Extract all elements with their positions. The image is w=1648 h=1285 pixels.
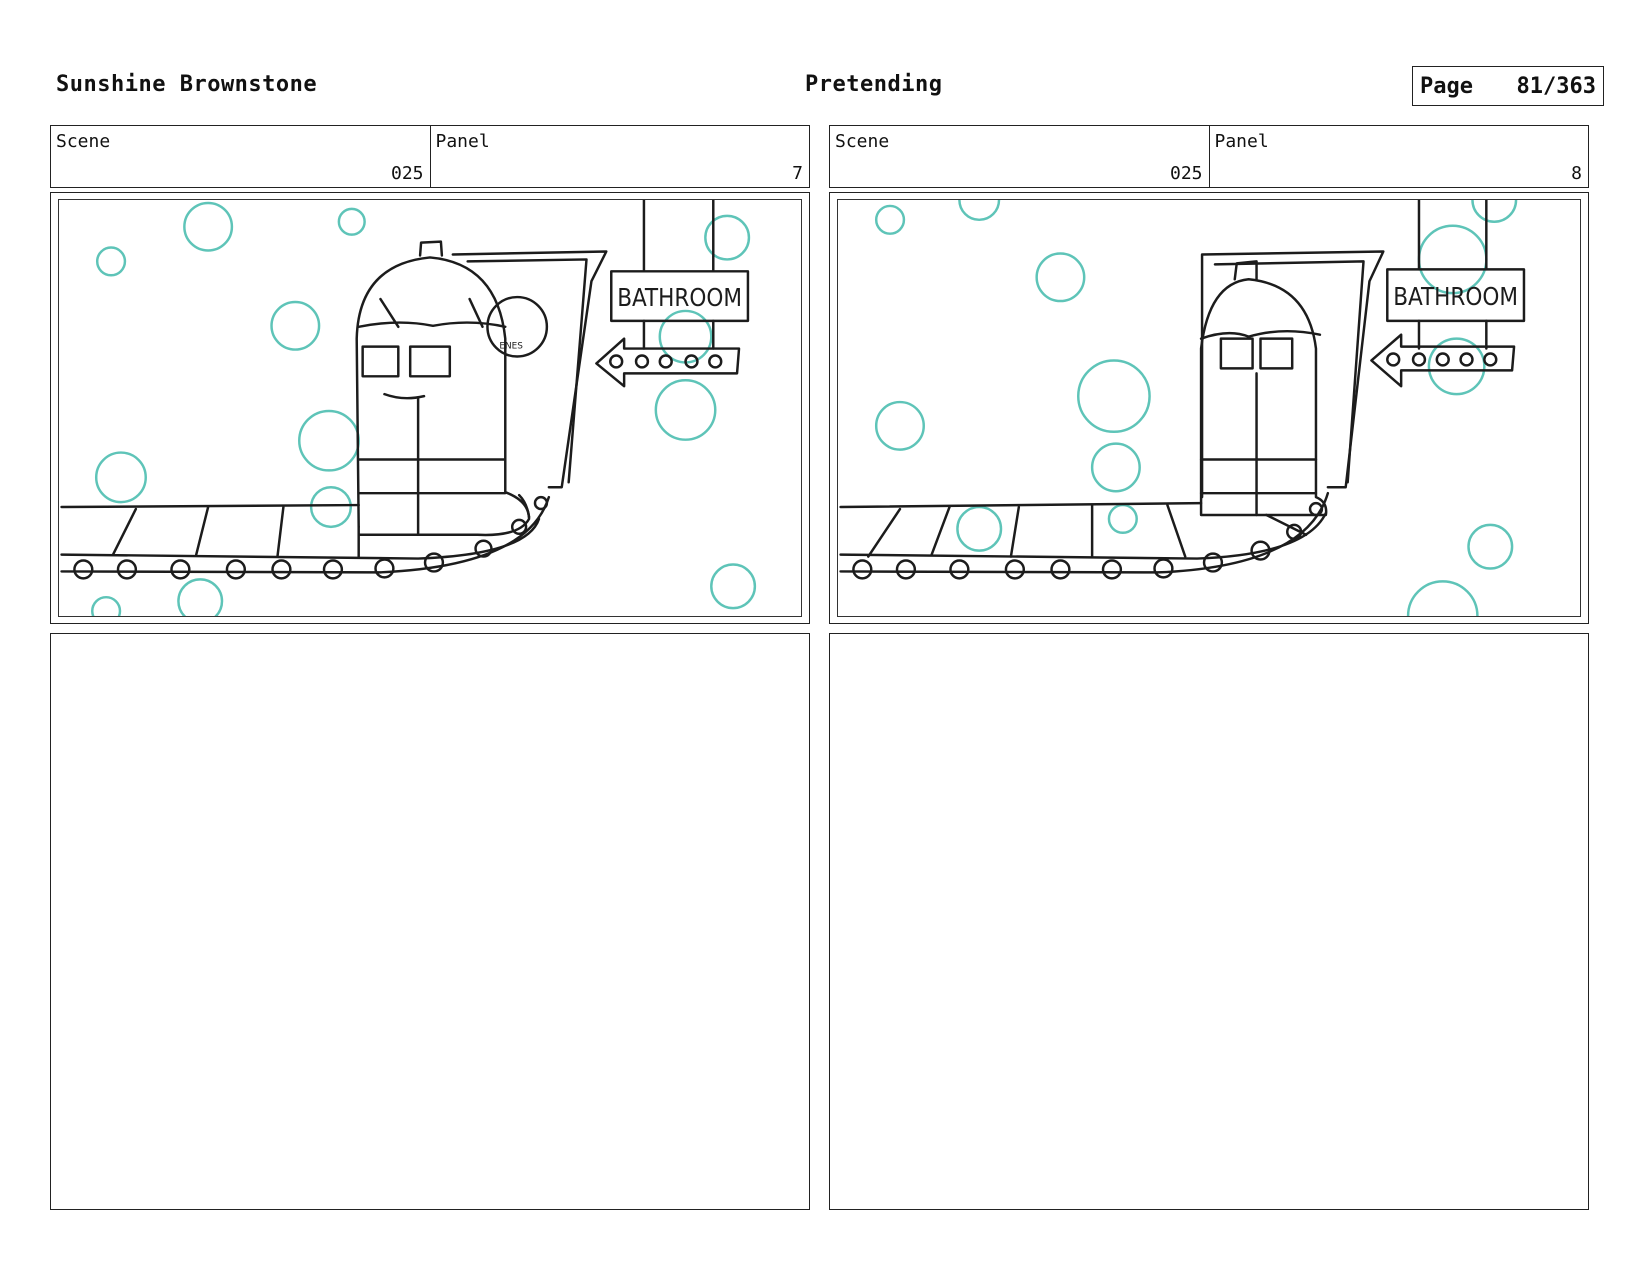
sequence-title: Pretending	[805, 72, 943, 97]
panel-info-left: Scene 025 Panel 7	[50, 125, 810, 188]
character-hair-lines	[379, 297, 484, 329]
belt-rollers	[73, 495, 549, 580]
panel-cell: Panel 8	[1208, 126, 1589, 187]
poster-text: ENES	[499, 342, 523, 352]
arrow-wires	[1417, 319, 1488, 350]
belt-slats	[111, 505, 360, 558]
character-stripes	[1199, 458, 1318, 495]
character-eye-right	[1259, 337, 1294, 370]
belt-slats	[867, 503, 1308, 558]
scene-cell: Scene 025	[830, 126, 1209, 187]
storyboard-frame-8: BATHROOM	[829, 192, 1589, 624]
bubble	[1406, 580, 1479, 616]
bubble	[956, 505, 1003, 552]
character-cap	[418, 240, 444, 257]
door-inner	[1213, 260, 1365, 484]
bubble	[874, 204, 906, 235]
sketch-panel-7: BATHROOM ENES	[60, 200, 757, 616]
arrow-sign	[1370, 333, 1516, 388]
poster	[486, 295, 549, 358]
bubble	[1107, 503, 1138, 535]
sign-board	[610, 270, 750, 323]
drawing-area: BATHROOM ENES	[58, 199, 802, 617]
character-eye-right	[408, 345, 452, 378]
scene-number: 025	[1169, 163, 1203, 184]
storyboard-frame-7: BATHROOM ENES	[50, 192, 810, 624]
notes-box-left	[50, 633, 810, 1210]
character-stripes	[357, 458, 507, 495]
sign-board	[1386, 268, 1526, 323]
character-mouth	[383, 392, 426, 400]
panel-label: Panel	[435, 131, 490, 152]
panel-number: 7	[792, 163, 803, 184]
character-eye-left	[1219, 337, 1254, 370]
panel-number: 8	[1571, 163, 1582, 184]
bubble	[270, 300, 321, 351]
character-hair	[357, 321, 507, 329]
notes-box-right	[829, 633, 1589, 1210]
bubble	[1467, 523, 1514, 570]
bubble	[704, 214, 751, 261]
page-counter: Page 81/363	[1412, 66, 1604, 106]
arrow-dots	[1386, 352, 1498, 367]
bathroom-sign-text: BATHROOM	[617, 283, 742, 312]
door-inner	[466, 258, 588, 484]
bubble	[1471, 200, 1518, 224]
arrow-sign	[595, 337, 741, 388]
bubble	[1035, 252, 1086, 303]
bubble	[183, 201, 234, 252]
bubbles	[91, 201, 757, 616]
character-cap	[1233, 260, 1258, 281]
belt-top-edge	[839, 501, 1203, 509]
door	[451, 250, 608, 489]
bubble	[177, 578, 224, 616]
scene-label: Scene	[835, 131, 890, 152]
sketch-panel-8: BATHROOM	[839, 200, 1526, 616]
bubble	[94, 451, 147, 504]
arrow-wires	[642, 319, 715, 350]
scene-cell: Scene 025	[51, 126, 430, 187]
belt-top-edge	[60, 493, 531, 519]
scene-number: 025	[390, 163, 424, 184]
bubble	[874, 400, 925, 451]
bubble	[91, 595, 122, 616]
sign-wires	[1417, 200, 1488, 271]
bubble	[95, 246, 127, 277]
bubble	[1427, 337, 1486, 396]
character-body	[355, 256, 531, 537]
bubble	[298, 409, 360, 472]
page-label: Page	[1420, 73, 1473, 99]
bubble	[654, 379, 717, 441]
page-number: 81/363	[1516, 73, 1596, 99]
bubbles	[874, 200, 1518, 616]
bubble	[1077, 359, 1151, 434]
character-hair	[1199, 329, 1322, 340]
character-body	[1199, 278, 1328, 517]
scene-label: Scene	[56, 131, 111, 152]
arrow-dots	[609, 354, 723, 369]
character-eye-left	[361, 345, 400, 378]
belt-front-edge	[60, 517, 541, 560]
panel-cell: Panel 7	[429, 126, 810, 187]
bubble	[309, 486, 352, 529]
bathroom-sign-text: BATHROOM	[1393, 282, 1518, 311]
sign-wires	[642, 200, 715, 273]
bubble	[958, 200, 1001, 222]
project-title: Sunshine Brownstone	[56, 72, 318, 97]
drawing-area: BATHROOM	[837, 199, 1581, 617]
belt-rollers	[852, 501, 1324, 580]
bubble	[710, 563, 757, 610]
belt-front-edge	[839, 511, 1328, 560]
bubble	[1090, 442, 1141, 493]
bubble	[337, 207, 366, 236]
panel-info-right: Scene 025 Panel 8	[829, 125, 1589, 188]
panel-label: Panel	[1214, 131, 1269, 152]
